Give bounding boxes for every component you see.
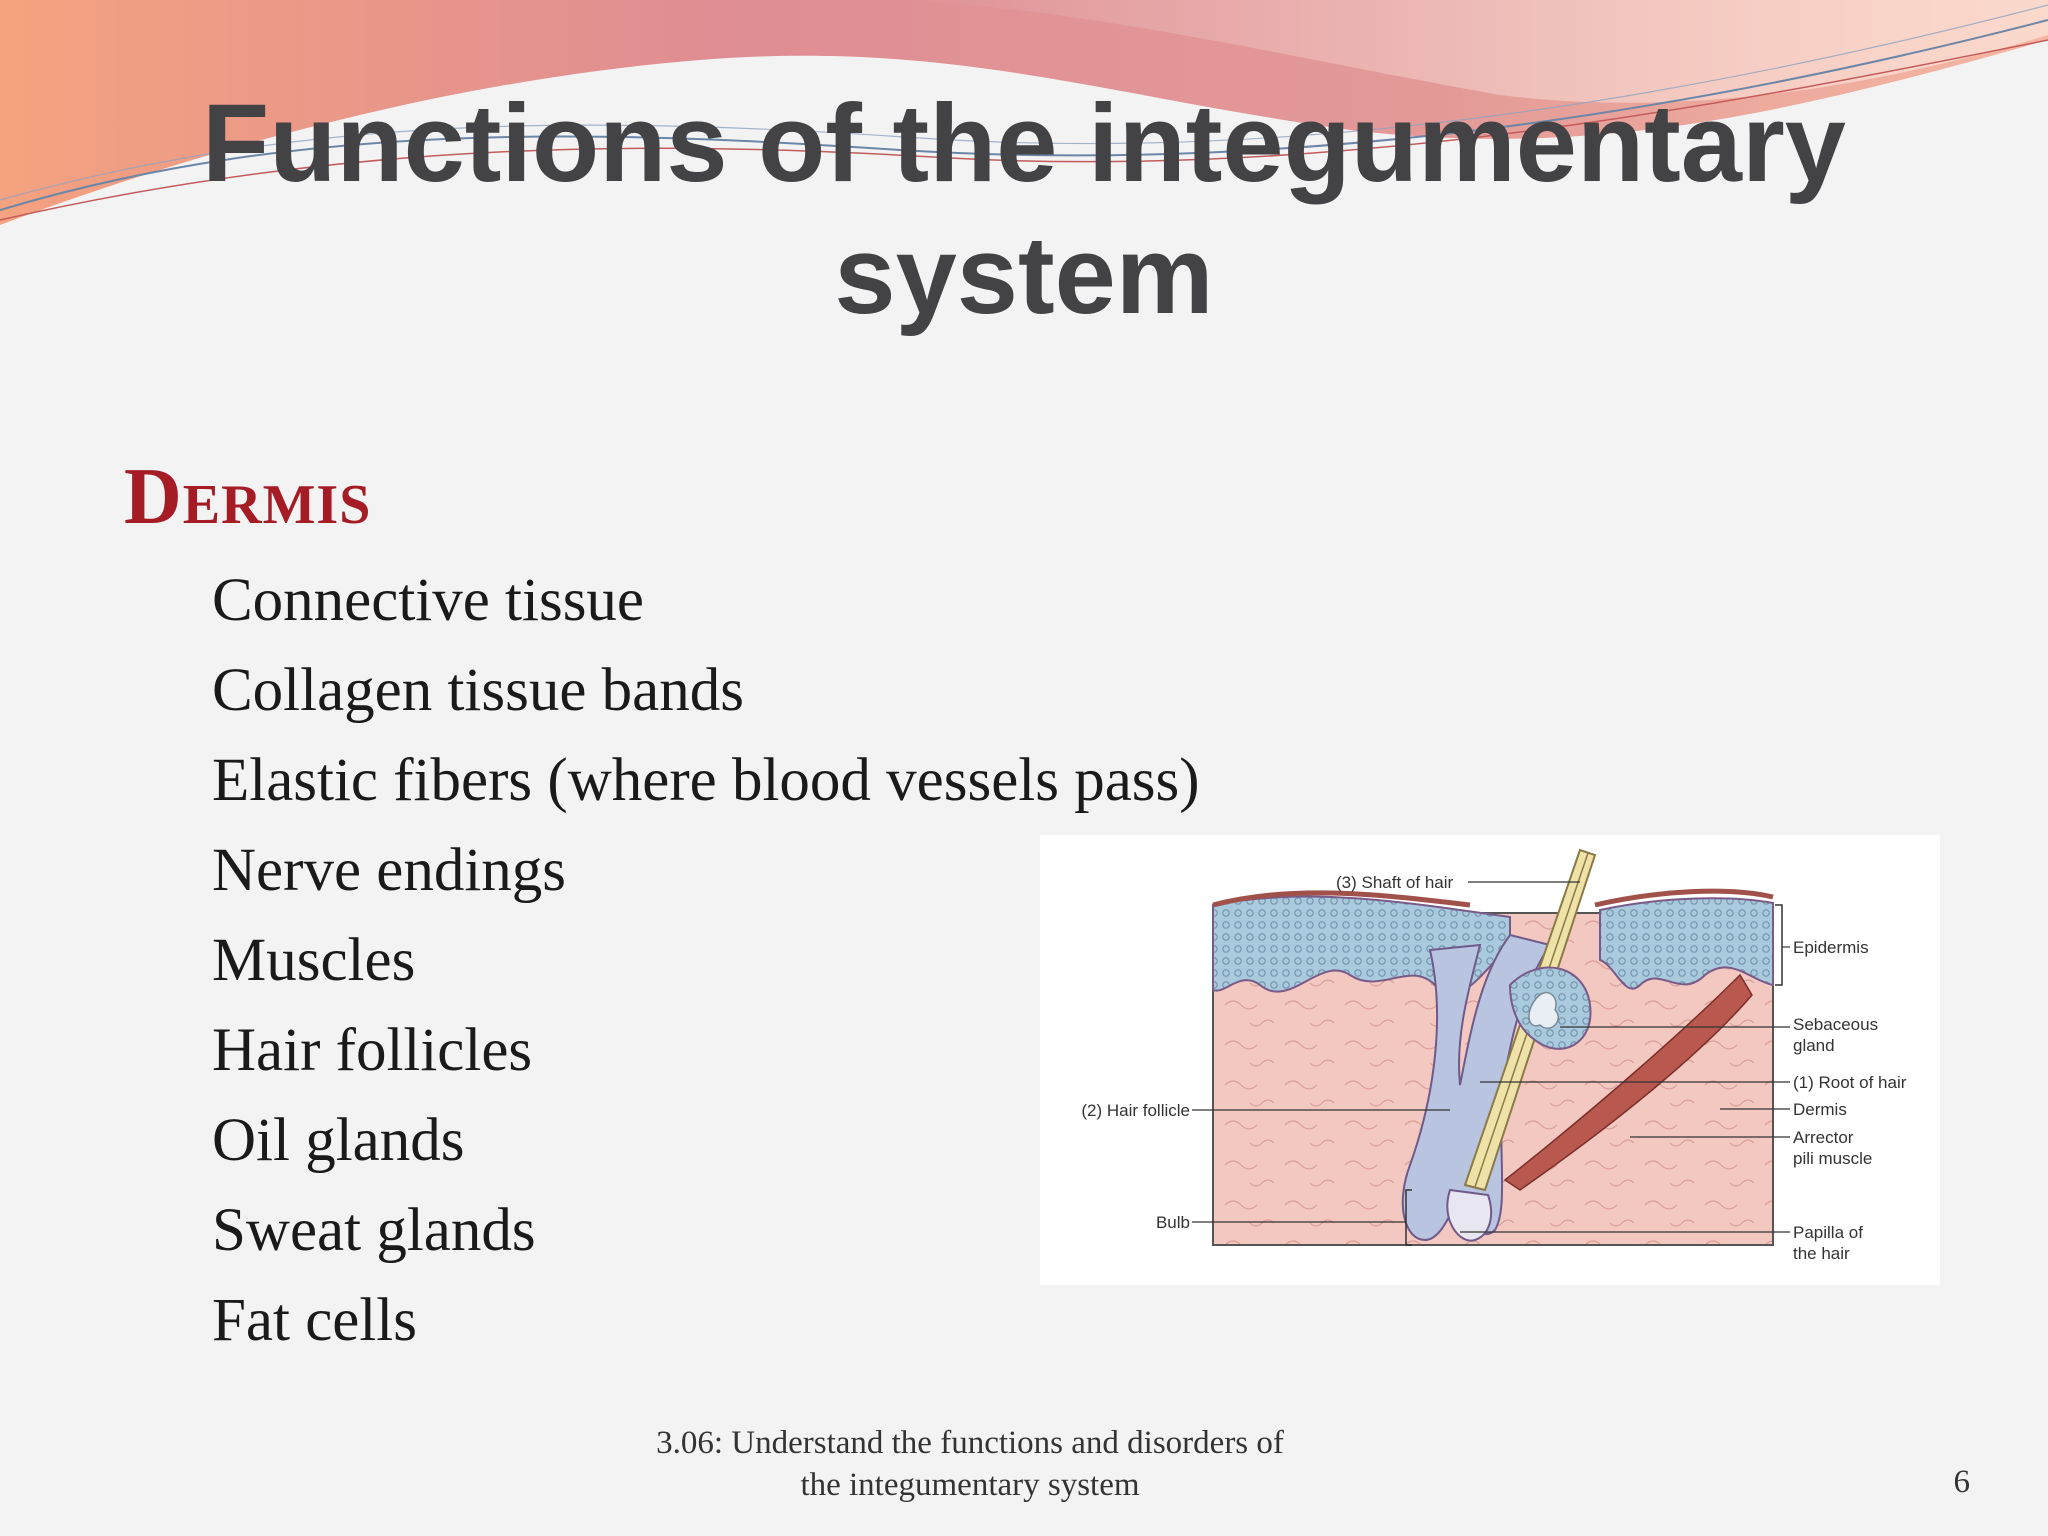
list-item: Elastic fibers (where blood vessels pass…: [212, 747, 1200, 814]
label-epidermis: Epidermis: [1793, 938, 1869, 957]
dermis-component-list: Connective tissue Collagen tissue bands …: [212, 556, 1200, 1366]
list-item: Connective tissue: [212, 567, 645, 634]
label-sebaceous-gland-2: gland: [1793, 1036, 1835, 1055]
label-hair-follicle: (2) Hair follicle: [1081, 1101, 1190, 1120]
hair-bulb: [1446, 1188, 1493, 1242]
slide-title: Functions of the integumentary system: [202, 82, 1846, 337]
list-item: Nerve endings: [212, 837, 567, 904]
list-item: Fat cells: [212, 1287, 417, 1354]
banner-curve-line-1: [0, 19, 2048, 211]
footer-line-2: the integumentary system: [800, 1467, 1140, 1503]
label-sebaceous-gland-1: Sebaceous: [1793, 1015, 1878, 1034]
label-shaft-of-hair: (3) Shaft of hair: [1336, 873, 1454, 892]
section-heading-dermis: Dermis: [124, 453, 372, 541]
list-item: Sweat glands: [212, 1197, 536, 1264]
footer-line-1: 3.06: Understand the functions and disor…: [656, 1425, 1284, 1461]
leader-lines: [1192, 881, 1790, 1233]
label-dermis: Dermis: [1793, 1100, 1847, 1119]
slide-footer: 3.06: Understand the functions and disor…: [560, 1422, 1380, 1506]
banner-highlight-shape: [900, 0, 2048, 103]
label-papilla-2: the hair: [1793, 1244, 1850, 1263]
list-item: Oil glands: [212, 1107, 465, 1174]
header-wave-decoration: [0, 0, 2048, 225]
page-number: 6: [1953, 1464, 1971, 1500]
skin-cross-section-figure: (3) Shaft of hair Epidermis Sebaceous gl…: [1040, 835, 1940, 1285]
banner-curve-line-3: [0, 4, 2048, 201]
epidermis-layer-right: [1599, 897, 1774, 990]
label-root-of-hair: (1) Root of hair: [1793, 1073, 1907, 1092]
skin-diagram: (3) Shaft of hair Epidermis Sebaceous gl…: [1040, 835, 1940, 1285]
label-arrector-pili-1: Arrector: [1793, 1128, 1854, 1147]
list-item: Muscles: [212, 927, 416, 994]
list-item: Hair follicles: [212, 1017, 533, 1084]
banner-curve-line-2: [0, 39, 2048, 221]
skin-surface: [1212, 888, 1774, 908]
label-arrector-pili-2: pili muscle: [1793, 1149, 1872, 1168]
label-papilla-1: Papilla of: [1793, 1223, 1863, 1242]
label-bulb: Bulb: [1156, 1213, 1190, 1232]
list-item: Collagen tissue bands: [212, 657, 744, 724]
